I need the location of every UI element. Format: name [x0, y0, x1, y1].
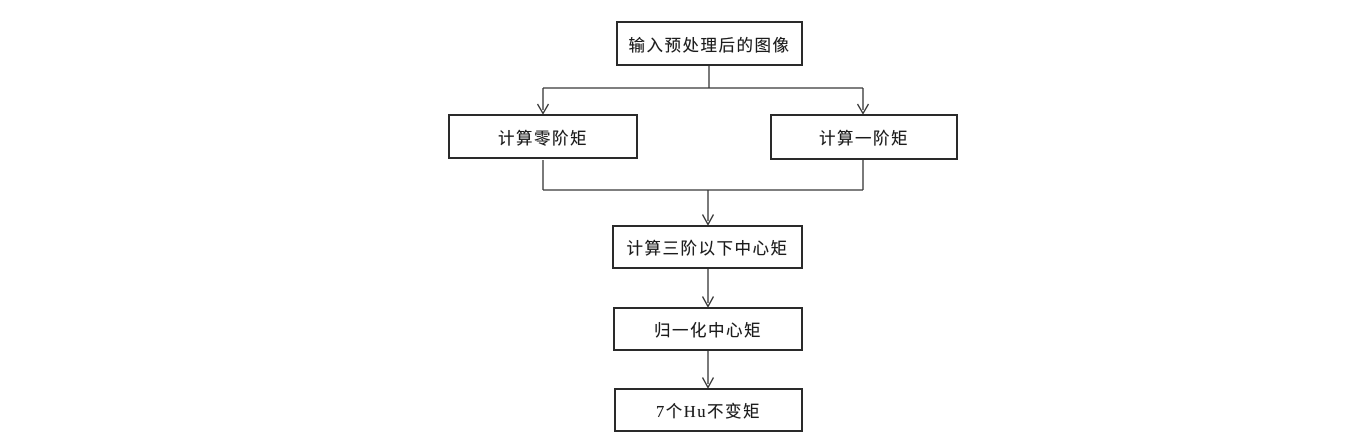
flow-node-label: 7个Hu不变矩 [656, 402, 761, 421]
flow-node-input-image: 输入预处理后的图像 [616, 21, 803, 66]
flow-node-label: 计算三阶以下中心矩 [626, 239, 789, 258]
arrowhead-to-first [856, 103, 870, 115]
flow-node-hu-invariant-moments: 7个Hu不变矩 [614, 388, 803, 432]
flow-node-label: 输入预处理后的图像 [628, 35, 791, 55]
flow-node-normalized-central-moments: 归一化中心矩 [613, 307, 803, 351]
arrowhead-to-zero [536, 103, 550, 115]
flow-node-first-order-moment: 计算一阶矩 [770, 114, 958, 160]
arrowhead-to-normalized [701, 296, 715, 308]
flow-node-label: 计算一阶矩 [819, 129, 909, 148]
arrowhead-to-hu [701, 377, 715, 389]
flow-node-central-moments: 计算三阶以下中心矩 [612, 225, 803, 269]
flow-node-label: 归一化中心矩 [654, 321, 762, 340]
flow-node-zero-order-moment: 计算零阶矩 [448, 114, 638, 159]
arrowhead-to-central [701, 214, 715, 226]
flow-node-label: 计算零阶矩 [498, 128, 588, 148]
